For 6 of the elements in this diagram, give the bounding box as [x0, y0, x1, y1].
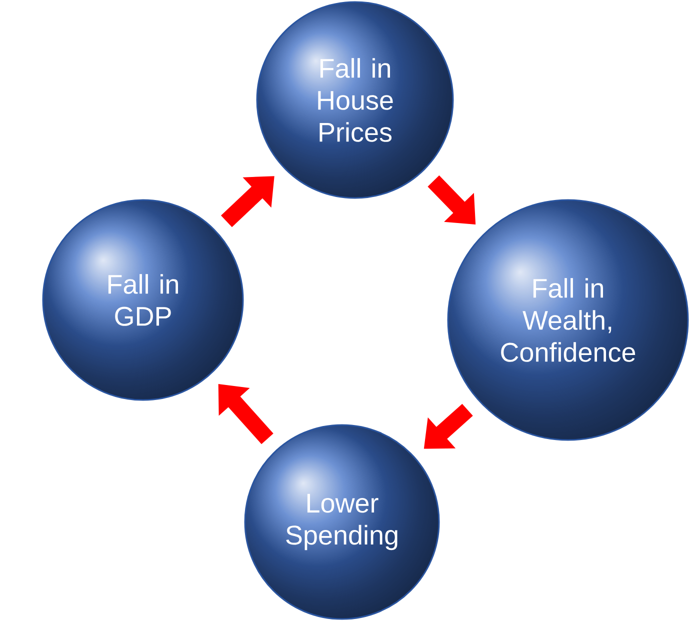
arrow: [218, 384, 274, 444]
circle-node: Fall in GDP: [42, 199, 244, 401]
arrow: [220, 176, 274, 228]
circle-node: Lower Spending: [244, 424, 440, 620]
circle-node: Fall in House Prices: [256, 1, 454, 199]
circle-node: Fall in Wealth, Confidence: [447, 199, 689, 441]
